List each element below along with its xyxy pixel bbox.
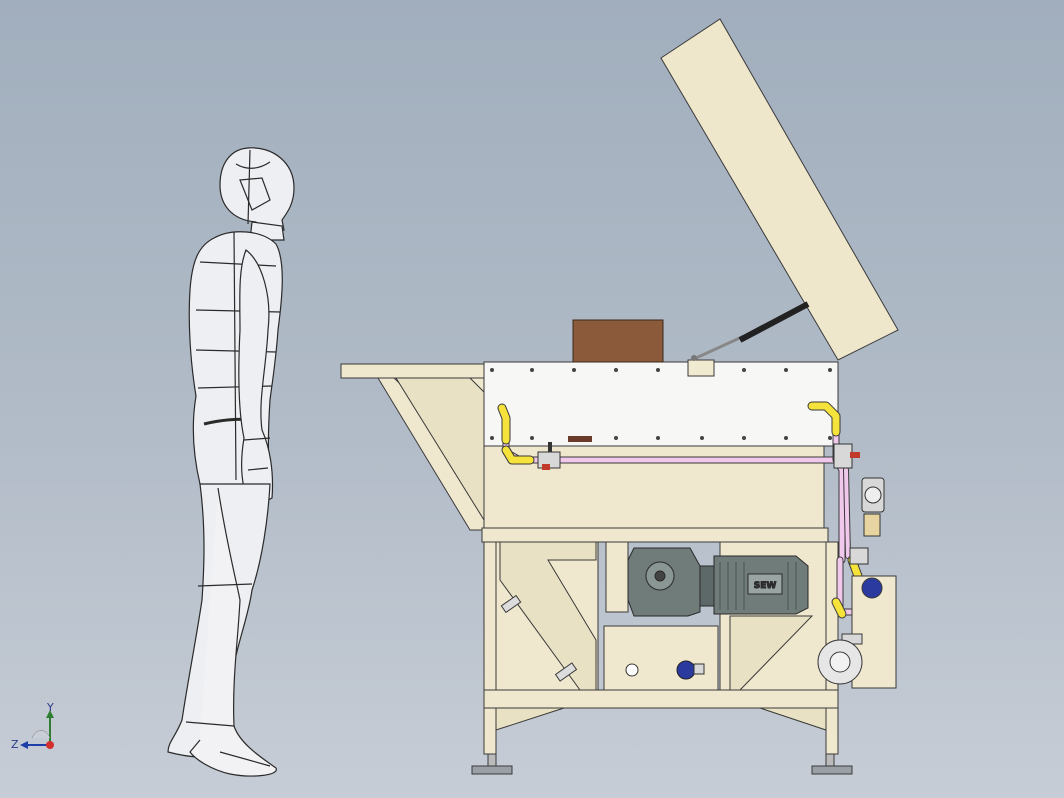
human-scale-figure: [167, 147, 295, 777]
table-top-plate: [340, 363, 486, 379]
triad-y-label: Y: [46, 701, 54, 714]
regulator: [849, 513, 881, 565]
top-cover-panel: [483, 359, 839, 447]
product-box: [572, 319, 664, 363]
mid-beam: [481, 527, 829, 543]
control-box-components: [625, 660, 705, 680]
coordinate-triad-icon: Y Z: [11, 701, 54, 751]
open-lid[interactable]: [660, 18, 899, 361]
pump-enclosure: [817, 575, 897, 689]
pressure-gauge-icon: [861, 477, 885, 513]
base-beam: [483, 689, 839, 709]
motor-brand-label: SEW: [754, 581, 777, 591]
sensor-bracket: [568, 436, 592, 442]
triad-z-label: Z: [11, 738, 19, 751]
control-box: [603, 625, 719, 693]
gear-motor: SEW: [627, 547, 809, 617]
blue-valve-icon: [676, 660, 696, 680]
gas-strut: [691, 301, 810, 361]
ball-valve[interactable]: [833, 443, 860, 469]
ball-valve[interactable]: [537, 442, 561, 470]
blue-valve-icon: [861, 577, 883, 599]
